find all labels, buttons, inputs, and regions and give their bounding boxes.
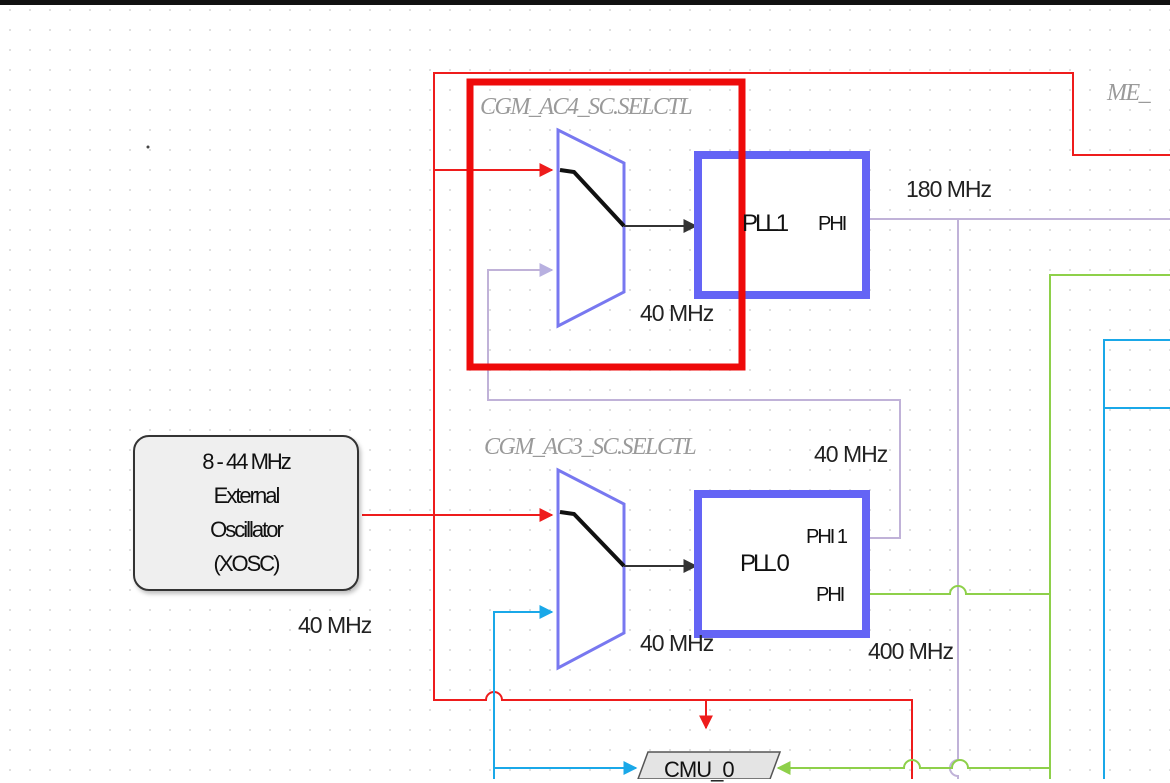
window-top-edge: [0, 0, 1170, 5]
pll0-phi-freq: 400 MHz: [868, 638, 954, 664]
pll0-phi1-freq: 40 MHz: [814, 441, 888, 467]
blue-clock-wires: [493, 339, 1170, 779]
xosc-range: 8 - 44 MHz: [202, 449, 292, 474]
pll1-phi-port: PHI: [818, 213, 847, 235]
xosc-out-freq: 40 MHz: [298, 612, 372, 638]
pll0-phi1-port: PHI 1: [806, 526, 848, 548]
pll1-name: PLL1: [742, 210, 789, 237]
xosc-line-external: External: [213, 483, 281, 508]
pll0-in-freq: 40 MHz: [640, 630, 714, 656]
mux-pll0-label: CGM_AC3_SC.SELCTL: [484, 434, 697, 460]
stray-dot: [146, 145, 150, 149]
pll0-block: [694, 490, 870, 638]
cmu-block: [637, 751, 782, 779]
pll1-in-freq: 40 MHz: [640, 300, 714, 326]
xosc-line-oscillator: Oscillator: [210, 517, 284, 542]
xosc-line-abbrev: (XOSC): [213, 551, 281, 576]
mux-pll1: [556, 127, 698, 329]
mux-pll0: [556, 467, 698, 671]
mux-pll1-label: CGM_AC4_SC.SELCTL: [480, 94, 693, 120]
xosc-block: 8 - 44 MHz External Oscillator (XOSC): [133, 435, 359, 591]
cmu-label: CMU_0: [664, 757, 735, 782]
pll0-phi-port: PHI: [816, 584, 845, 606]
xosc-signal-wires: [362, 72, 1170, 779]
top-right-label: ME_: [1107, 80, 1151, 106]
pll0-name: PLL 0: [740, 550, 790, 577]
pll1-out-freq: 180 MHz: [906, 176, 992, 202]
pll0-phi-wires: [776, 274, 1170, 779]
highlight-box: [466, 78, 746, 371]
pll1-block: [694, 151, 870, 299]
